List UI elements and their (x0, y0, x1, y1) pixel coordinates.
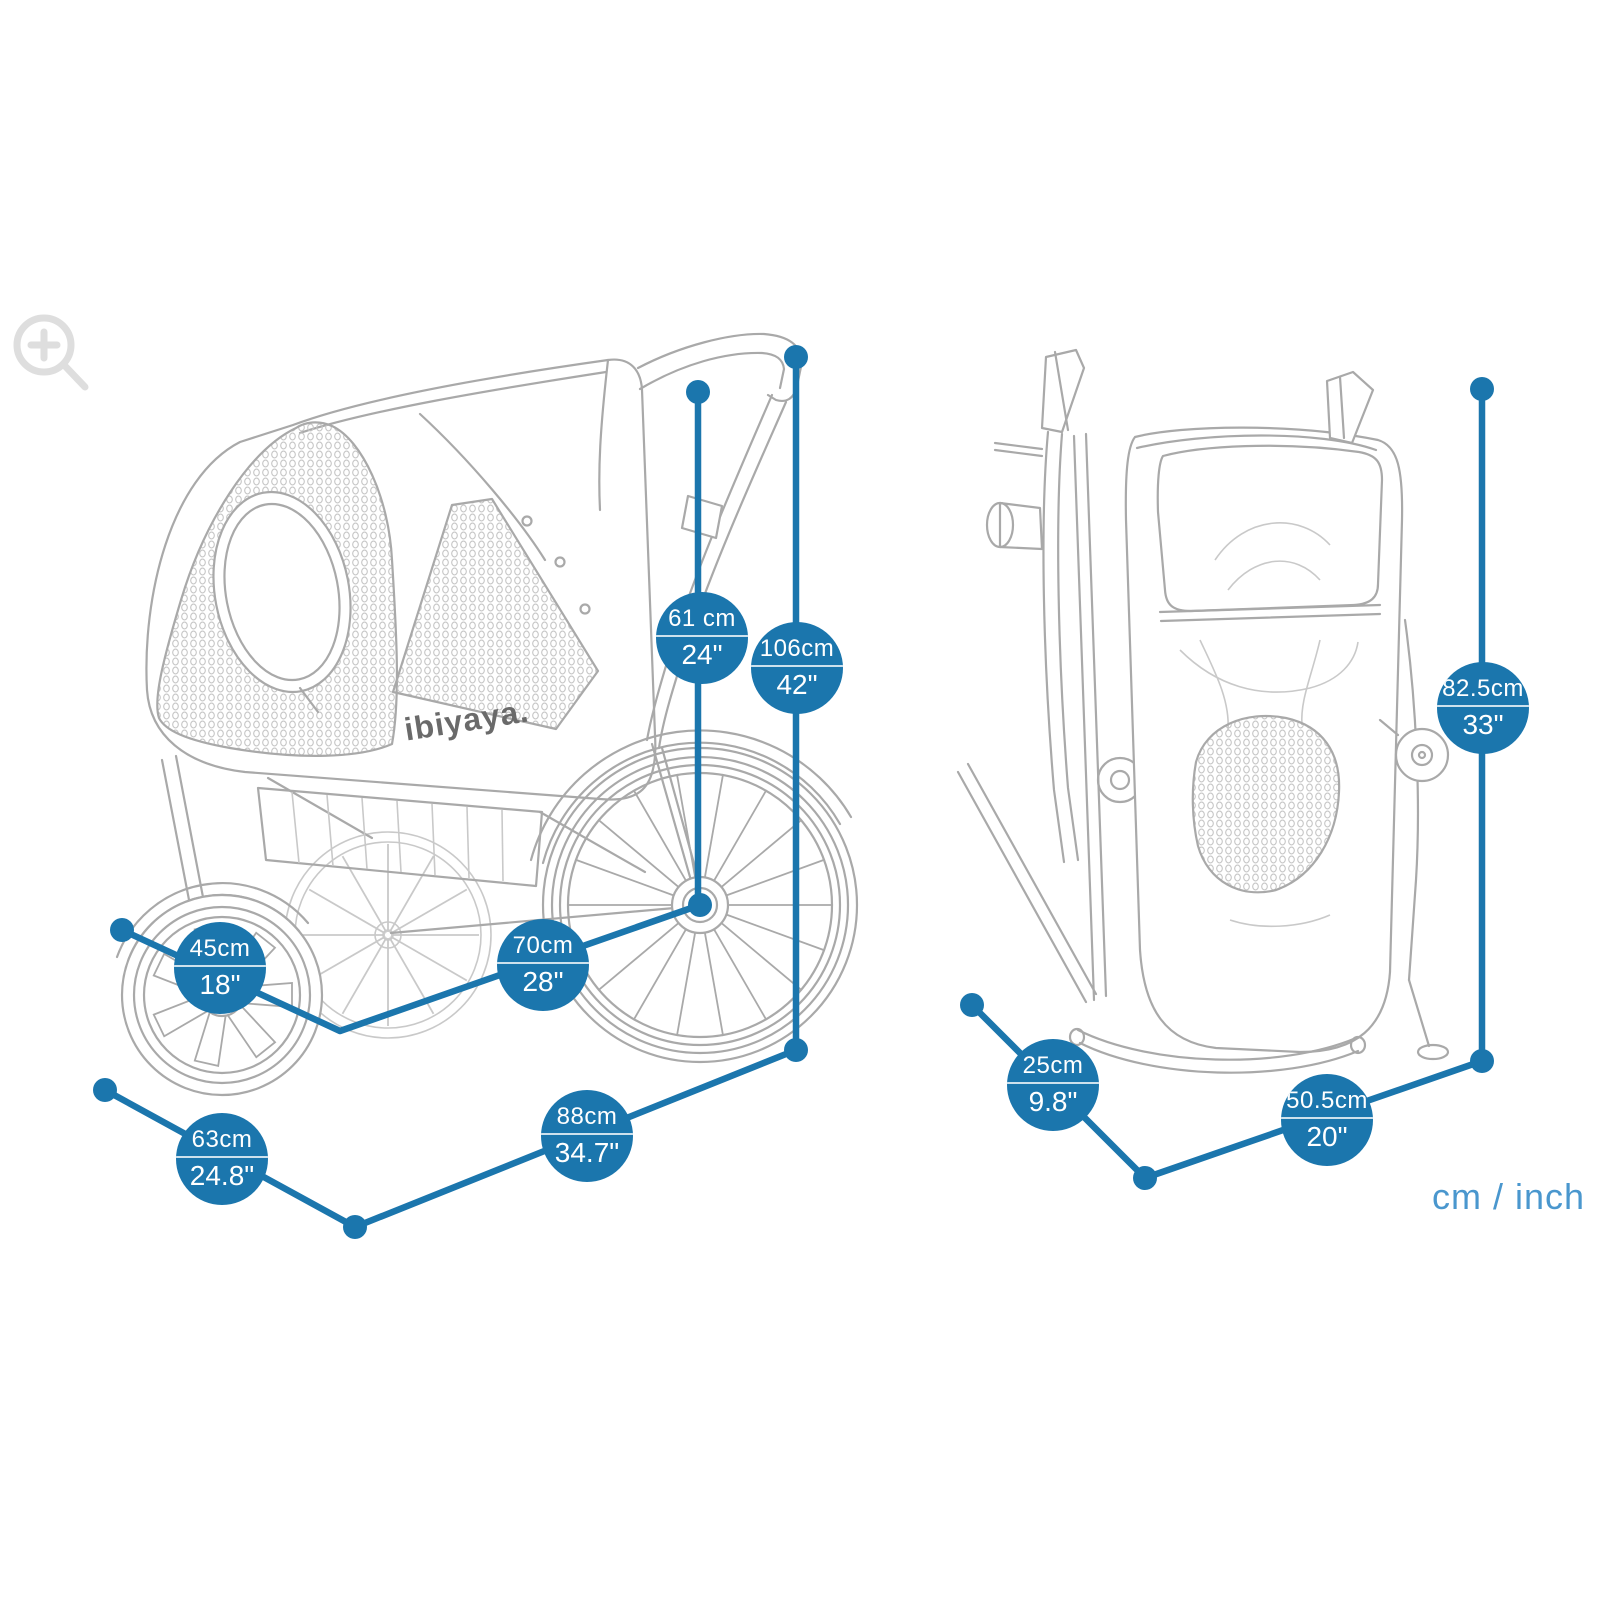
dimension-endpoint-dot (688, 893, 712, 917)
badge-divider (174, 964, 266, 968)
units-note: cm / inch (1431, 1176, 1585, 1217)
window-zipper-pull (298, 686, 320, 714)
dimension-endpoint-dot (1470, 377, 1494, 401)
side-mesh-panel (391, 497, 600, 731)
badge-divider (1007, 1081, 1099, 1085)
folded-left-frame (956, 348, 1144, 1004)
badge-divider (541, 1132, 633, 1136)
dimension-cm-value: 82.5cm (1442, 674, 1524, 702)
badge-divider (176, 1155, 268, 1159)
badge-divider (751, 664, 843, 668)
dimension-cm-value: 61 cm (668, 604, 736, 632)
folded-small-wheel (1394, 727, 1450, 783)
dimension-cm-value: 63cm (191, 1125, 253, 1153)
dimension-badge-width: 63cm 24.8" (176, 1113, 268, 1205)
dimension-inch-value: 28" (522, 966, 564, 998)
window-inner-oval (223, 502, 341, 682)
dimension-cm-value: 25cm (1022, 1051, 1084, 1079)
rear-strut (538, 810, 647, 874)
dimension-inch-value: 34.7" (554, 1137, 620, 1169)
right-handle-stub (1325, 370, 1375, 445)
front-strut (266, 776, 374, 840)
badge-divider (497, 961, 589, 965)
badge-divider (1281, 1116, 1373, 1120)
dimension-inch-value: 33" (1462, 709, 1504, 741)
diagonal-tube (956, 770, 1088, 1004)
rear-fender (529, 729, 853, 862)
dimension-cm-value: 50.5cm (1286, 1086, 1368, 1114)
badge-divider (1437, 704, 1529, 708)
assembled-stroller-drawing (115, 332, 859, 1097)
dimension-endpoint-dot (686, 380, 710, 404)
dimension-inch-value: 18" (199, 969, 241, 1001)
dimension-inch-value: 9.8" (1028, 1086, 1078, 1118)
folded-right-frame (1378, 618, 1450, 1061)
storage-basket (256, 786, 544, 888)
dimension-badge-folded-depth: 25cm 9.8" (1007, 1039, 1099, 1131)
dimension-endpoint-dot (784, 1038, 808, 1062)
left-handle-stub (1040, 348, 1086, 434)
dimension-cm-value: 70cm (512, 931, 574, 959)
dimension-cm-value: 88cm (556, 1102, 618, 1130)
front-mesh-panel (156, 421, 399, 757)
dimension-endpoint-dot (960, 993, 984, 1017)
dimension-inch-value: 20" (1306, 1121, 1348, 1153)
folded-mesh-pad (1191, 714, 1341, 894)
dimension-endpoint-dot (1470, 1049, 1494, 1073)
left-hub-cup (998, 501, 1044, 551)
dimension-cm-value: 45cm (189, 934, 251, 962)
dimension-badge-handle-height: 61 cm 24" (656, 592, 748, 684)
dimension-badge-overall-height: 106cm 42" (751, 622, 843, 714)
dimension-inch-value: 42" (776, 669, 818, 701)
dimension-endpoint-dot (343, 1215, 367, 1239)
dimension-inch-value: 24" (681, 639, 723, 671)
dimension-endpoint-dot (93, 1078, 117, 1102)
badge-divider (656, 634, 748, 638)
snap-buttons (521, 515, 591, 615)
foot-cap (1416, 1043, 1450, 1061)
dimension-badge-folded-width: 50.5cm 20" (1281, 1074, 1373, 1166)
dimension-inch-value: 24.8" (189, 1160, 255, 1192)
zoom-in-icon[interactable] (13, 314, 89, 391)
dimension-badge-rear-wheel: 70cm 28" (497, 919, 589, 1011)
dimension-badge-length: 88cm 34.7" (541, 1090, 633, 1182)
folded-stroller-drawing (956, 348, 1450, 1074)
dimension-endpoint-dot (784, 345, 808, 369)
dimension-badge-folded-height: 82.5cm 33" (1437, 662, 1529, 754)
dimension-cm-value: 106cm (759, 634, 835, 662)
dimension-badge-front-wheel: 45cm 18" (174, 922, 266, 1014)
dimension-endpoint-dot (110, 918, 134, 942)
handle-clamp (680, 494, 724, 540)
folded-body (1124, 370, 1404, 1054)
dimension-endpoint-dot (1133, 1166, 1157, 1190)
